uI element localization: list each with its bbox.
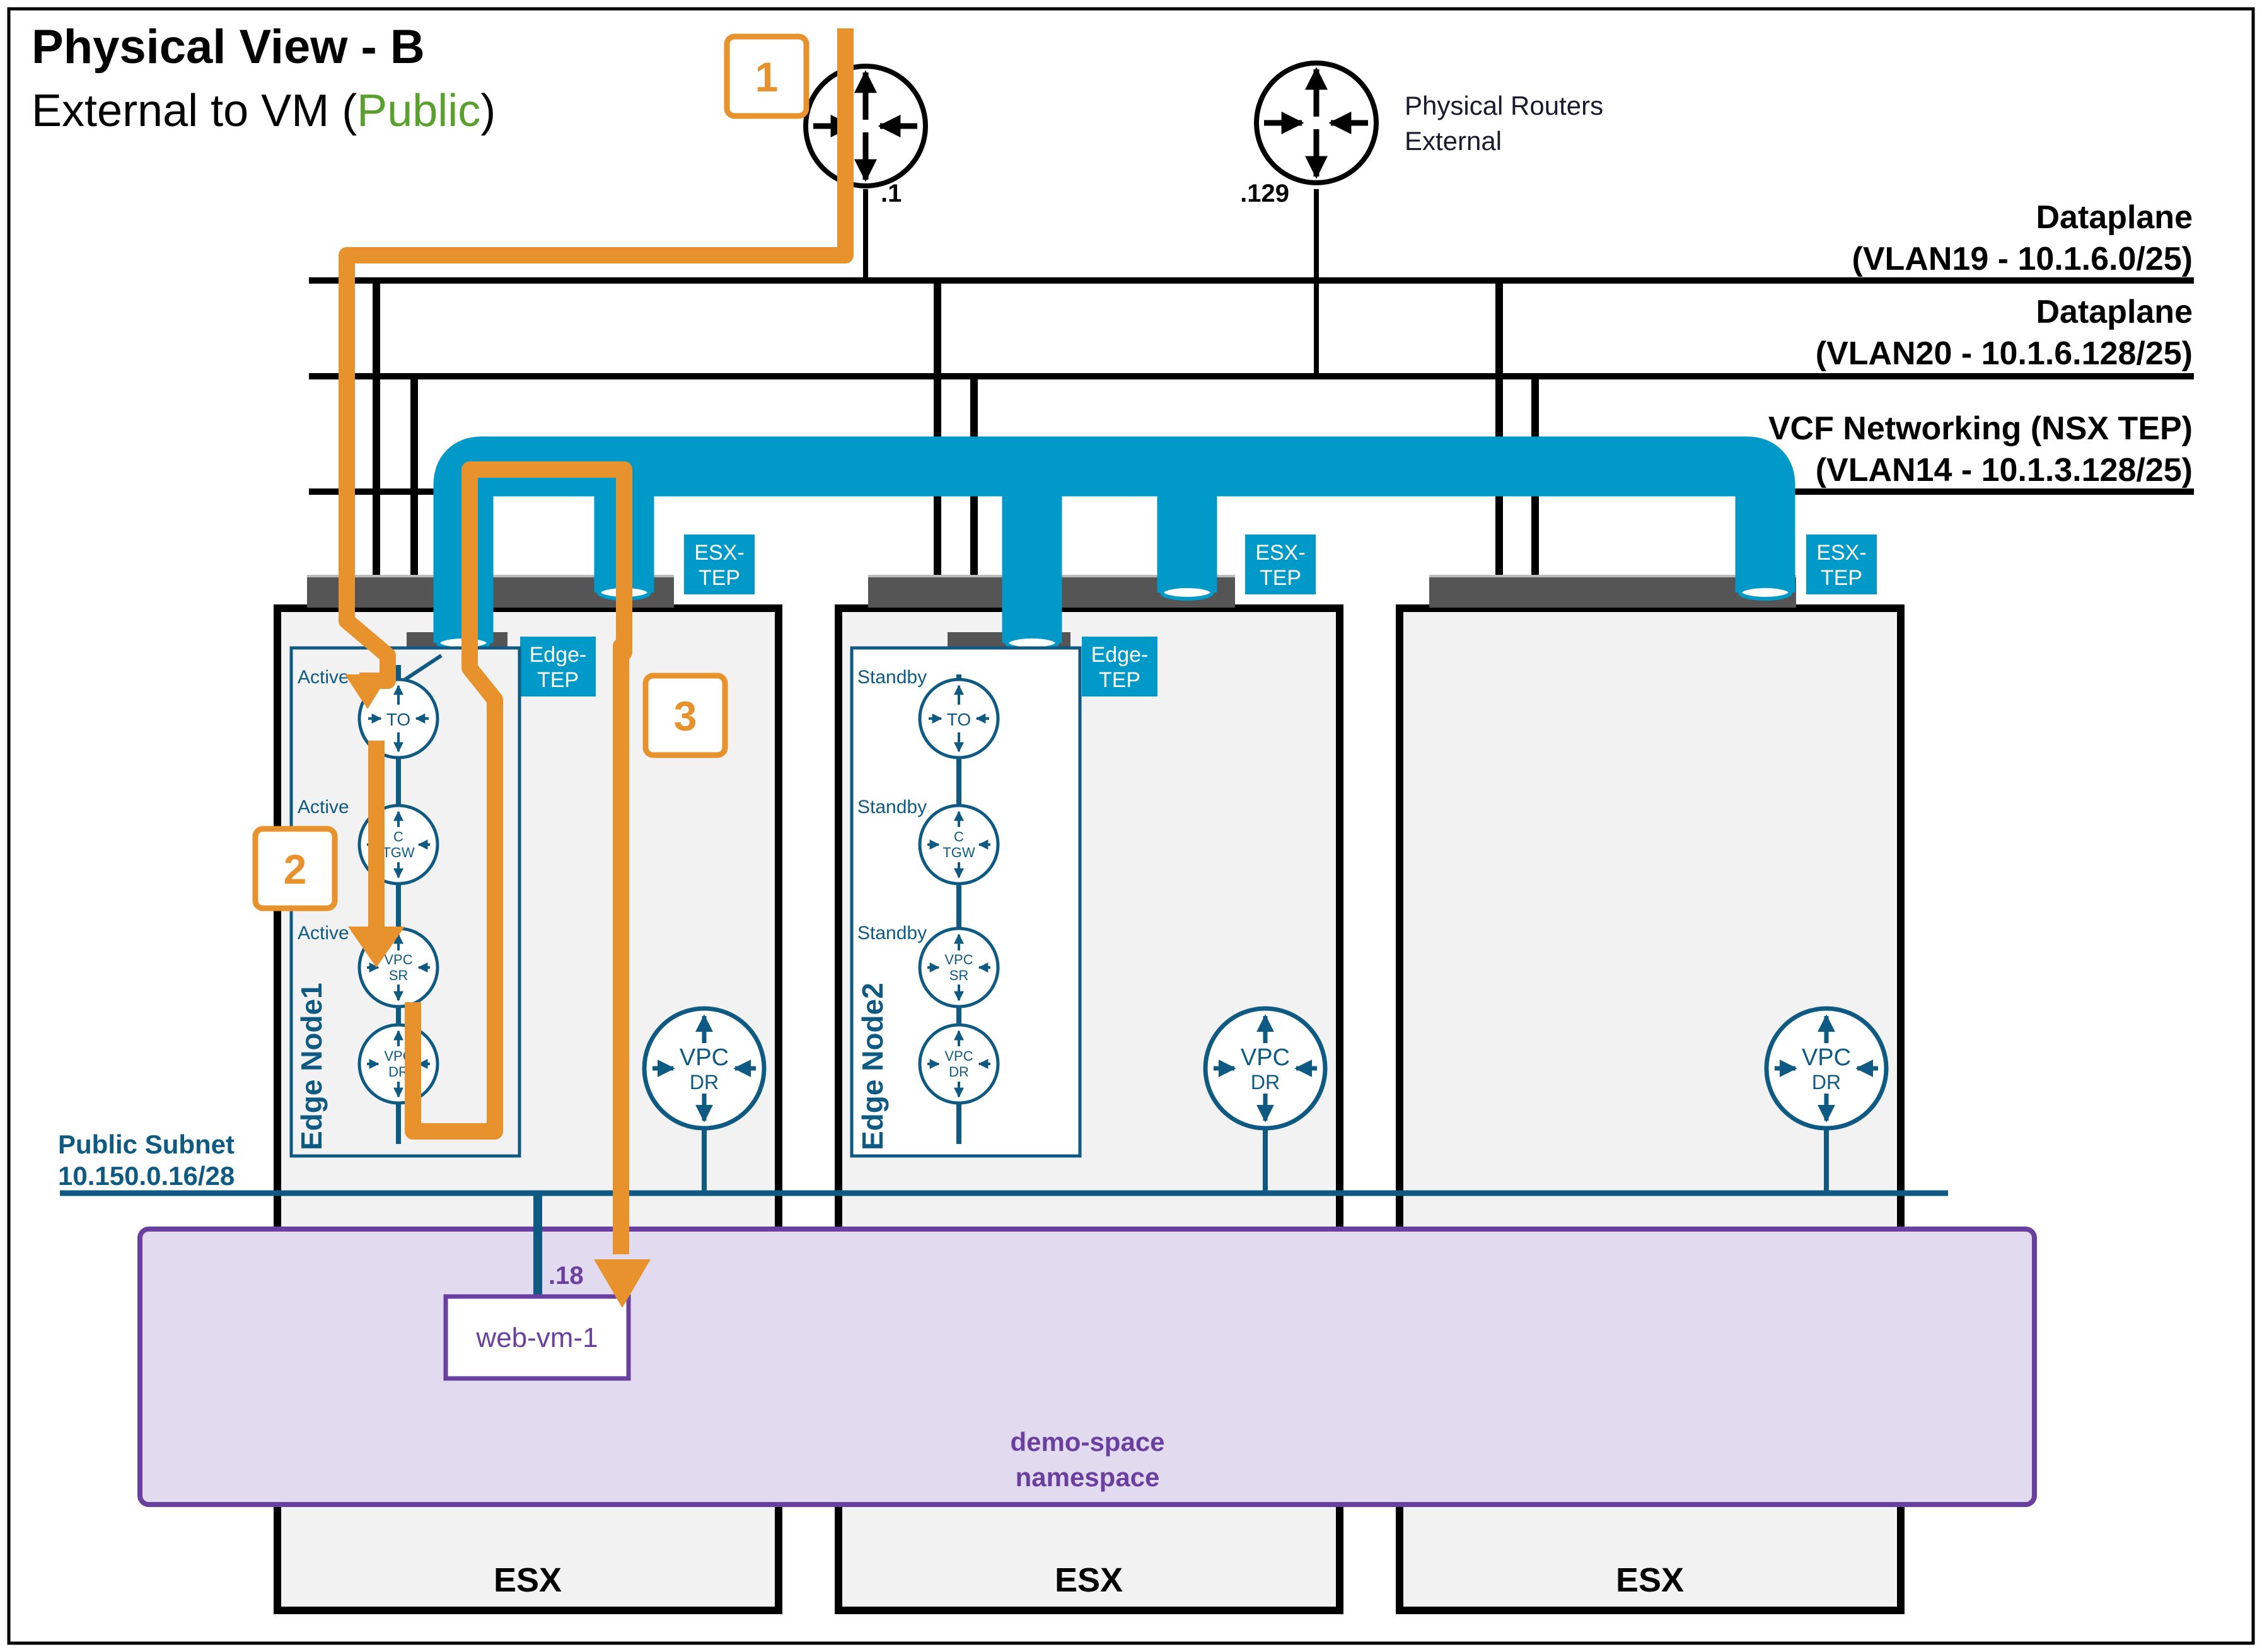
tgw-state: Standby <box>857 797 927 817</box>
step-badge-2: 2 <box>252 826 338 911</box>
edge-node-name: Edge Node1 <box>295 983 328 1150</box>
edge-node-1: Edge Node1 Active Active Active TO C TGW <box>289 646 521 1158</box>
namespace-label-line2: namespace <box>1016 1462 1160 1492</box>
svg-text:C: C <box>954 829 964 845</box>
svg-text:Edge-: Edge- <box>1091 643 1149 667</box>
svg-text:SR: SR <box>949 968 969 983</box>
physical-router-2: .129 <box>1240 61 1379 207</box>
step-badge-3: 3 <box>642 673 728 758</box>
traffic-path <box>339 28 854 1254</box>
router-icon <box>1775 1014 1878 1123</box>
svg-text:DR: DR <box>690 1071 719 1094</box>
edge-tep-label-1: Edge- TEP <box>520 637 596 696</box>
sr-state: Standby <box>857 923 927 944</box>
router-icon <box>1214 1014 1317 1123</box>
router-to: TO <box>357 678 439 760</box>
svg-text:ESX-: ESX- <box>694 541 744 565</box>
svg-text:VPC: VPC <box>1802 1044 1851 1071</box>
svg-text:2: 2 <box>284 846 307 892</box>
router-tgw: C TGW <box>918 804 1000 886</box>
vlan14-detail: (VLAN14 - 10.1.3.128/25) <box>1816 452 2193 488</box>
routers-label-line2: External <box>1405 126 1502 156</box>
svg-text:Edge-: Edge- <box>530 643 587 667</box>
svg-text:DR: DR <box>949 1064 969 1080</box>
vlan14-name: VCF Networking (NSX TEP) <box>1768 410 2193 447</box>
vlan19-detail: (VLAN19 - 10.1.6.0/25) <box>1852 241 2193 277</box>
svg-text:TGW: TGW <box>382 845 415 860</box>
edge-tep-label-2: Edge- TEP <box>1082 637 1157 696</box>
arrow-icon <box>345 674 389 709</box>
arrow-icon <box>594 1259 651 1308</box>
edge-node-2: Edge Node2 Standby Standby Standby TO C … <box>850 646 1082 1158</box>
svg-text:DR: DR <box>1251 1071 1280 1094</box>
router-icon <box>927 1030 990 1098</box>
router-vpc-sr: VPC SR <box>918 927 1000 1008</box>
svg-text:TEP: TEP <box>1260 566 1301 590</box>
svg-text:VPC: VPC <box>944 1048 973 1064</box>
subnet-name: Public Subnet <box>58 1129 235 1159</box>
svg-text:SR: SR <box>389 968 409 983</box>
router2-ip: .129 <box>1240 180 1289 207</box>
svg-text:ESX-: ESX- <box>1255 541 1305 565</box>
svg-text:TO: TO <box>386 710 410 729</box>
svg-text:TGW: TGW <box>942 845 975 860</box>
router-icon <box>927 933 990 1002</box>
page-subtitle: External to VM (Public) <box>32 86 496 136</box>
vm-box <box>443 1294 631 1381</box>
vm-name: web-vm-1 <box>475 1322 598 1353</box>
svg-text:TEP: TEP <box>1821 566 1862 590</box>
svg-text:VPC: VPC <box>384 952 412 968</box>
svg-text:VPC: VPC <box>944 952 973 968</box>
to-state: Active <box>298 667 349 688</box>
tgw-state: Active <box>298 797 349 817</box>
routers-label-line1: Physical Routers <box>1405 91 1603 120</box>
svg-text:VPC: VPC <box>680 1044 729 1071</box>
svg-text:1: 1 <box>755 54 779 100</box>
host-vpc-dr-2: VPC DR <box>1203 1006 1328 1193</box>
svg-text:TEP: TEP <box>537 668 579 692</box>
router-vpc-dr: VPC DR <box>918 1023 1000 1105</box>
arrow-icon <box>348 927 405 968</box>
svg-text:ESX-: ESX- <box>1816 541 1866 565</box>
vlan20-detail: (VLAN20 - 10.1.6.128/25) <box>1816 335 2193 372</box>
svg-text:TEP: TEP <box>699 566 740 590</box>
vm-ip: .18 <box>548 1262 584 1290</box>
esx-host-label: ESX <box>1616 1561 1684 1599</box>
svg-text:TEP: TEP <box>1099 668 1140 692</box>
router-icon <box>368 684 429 753</box>
svg-text:TO: TO <box>947 710 971 729</box>
router-to: TO <box>918 678 1000 760</box>
esx-host-label: ESX <box>494 1561 562 1599</box>
svg-text:DR: DR <box>1812 1071 1841 1094</box>
vlan19-name: Dataplane <box>2036 199 2193 236</box>
router-icon <box>927 811 990 879</box>
svg-text:VPC: VPC <box>1241 1044 1290 1071</box>
router-icon <box>652 1014 756 1123</box>
esx-tep-label-2: ESX- TEP <box>1245 534 1316 594</box>
physical-router-1: .1 <box>803 64 928 207</box>
router-vpc-dr: VPC DR <box>357 1023 439 1105</box>
router-icon <box>1264 67 1368 179</box>
svg-text:3: 3 <box>674 693 697 739</box>
esx-tep-label-3: ESX- TEP <box>1806 534 1877 594</box>
vlan20-name: Dataplane <box>2036 294 2193 330</box>
page-title: Physical View - B <box>32 20 425 74</box>
to-state: Standby <box>857 667 927 688</box>
step-badge-1: 1 <box>724 33 809 119</box>
esx-host-label: ESX <box>1055 1561 1123 1599</box>
router1-ip: .1 <box>881 180 902 207</box>
esx-tep-label-1: ESX- TEP <box>684 534 755 594</box>
host-vpc-dr-3: VPC DR <box>1764 1006 1889 1193</box>
traffic-arrowheads <box>345 674 651 1308</box>
subnet-cidr: 10.150.0.16/28 <box>58 1161 235 1191</box>
router-icon <box>929 684 989 753</box>
namespace-label-line1: demo-space <box>1010 1427 1164 1457</box>
sr-state: Active <box>298 923 349 944</box>
svg-text:C: C <box>393 829 403 845</box>
host-vpc-dr-1: VPC DR <box>642 1006 767 1193</box>
edge-node-name: Edge Node2 <box>856 983 889 1150</box>
